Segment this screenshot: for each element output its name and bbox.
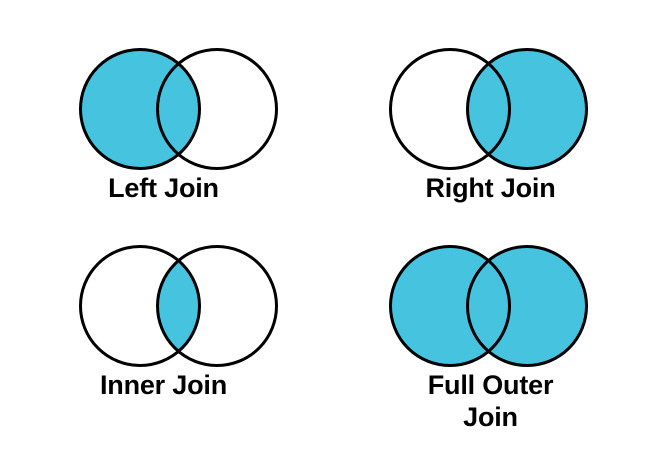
left-circle-outline [79, 245, 201, 367]
right-circle-fill [467, 49, 587, 169]
right-circle-fill [467, 246, 587, 366]
venn-right-join [389, 48, 588, 170]
join-diagram-right-join: Right Join [327, 0, 654, 237]
left-circle-outline [389, 245, 511, 367]
join-label-full-outer-join: Full Outer Join [427, 370, 554, 432]
join-diagram-inner-join: Inner Join [0, 237, 327, 474]
left-circle-outline [389, 48, 511, 170]
right-circle-outline [466, 48, 588, 170]
right-circle-outline [466, 245, 588, 367]
join-diagram-full-outer-join: Full Outer Join [327, 237, 654, 474]
join-diagram-left-join: Left Join [0, 0, 327, 237]
venn-full-outer-join [389, 245, 588, 367]
join-label-left-join: Left Join [108, 173, 219, 203]
right-circle-outline [156, 245, 278, 367]
left-circle-outline [79, 48, 201, 170]
overlap-fill [157, 49, 200, 169]
join-label-right-join: Right Join [425, 173, 556, 203]
right-circle-outline [156, 48, 278, 170]
venn-inner-join [79, 245, 278, 367]
venn-left-join [79, 48, 278, 170]
overlap-fill [157, 246, 200, 366]
join-label-inner-join: Inner Join [99, 370, 227, 400]
